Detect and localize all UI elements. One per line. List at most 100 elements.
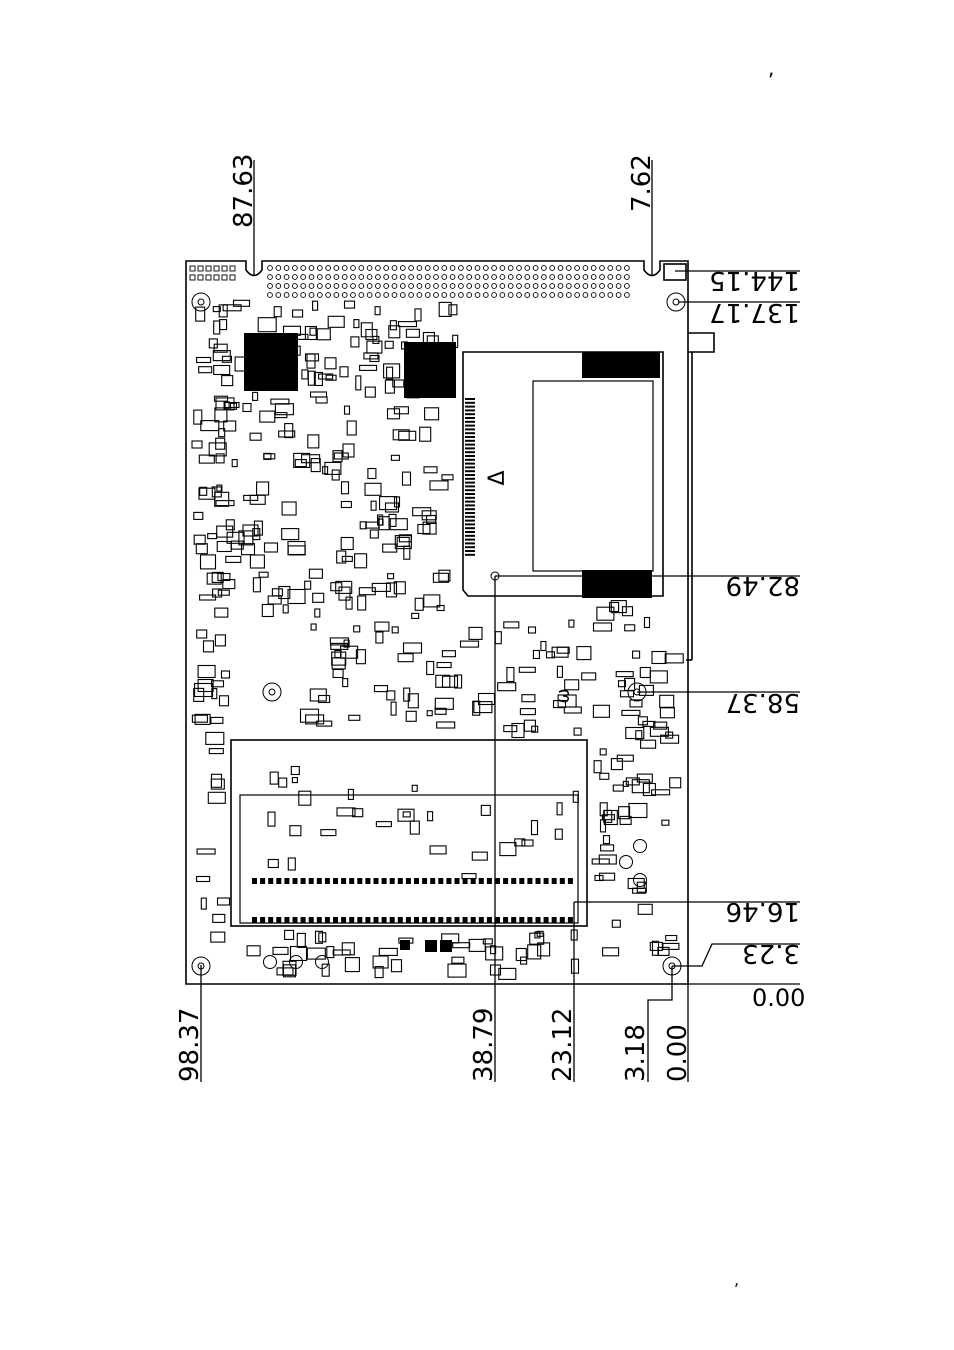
component-pad (632, 650, 641, 659)
mounting-hole (191, 292, 211, 312)
component-pad (436, 661, 452, 669)
component-pad (199, 554, 217, 570)
module-pin (465, 550, 475, 552)
socket-pin (446, 878, 452, 884)
via-hole (619, 855, 633, 869)
component-pad (411, 784, 418, 792)
component-pad (529, 932, 545, 945)
bottom-socket (230, 739, 588, 927)
component-pad (193, 409, 203, 425)
header-pin (325, 274, 331, 280)
dim-bottom-0-00: 0.00 (663, 1024, 693, 1082)
component-pad (521, 694, 536, 703)
component-pad (649, 670, 668, 684)
component-pad (282, 964, 297, 978)
ic-package (400, 940, 410, 950)
header-pin (308, 265, 315, 271)
header-pin (557, 283, 564, 289)
mounting-hole-center (197, 298, 205, 306)
component-pad (199, 486, 208, 496)
header-pin (599, 283, 605, 289)
component-pad (432, 572, 449, 583)
component-pad (426, 660, 435, 676)
header-pin (275, 292, 282, 298)
component-pad (419, 426, 432, 442)
header-pin (491, 265, 497, 271)
component-pad (259, 410, 276, 423)
socket-pin (341, 878, 347, 884)
header-pin (350, 274, 356, 280)
component-pad (473, 701, 493, 714)
component-pad (281, 528, 300, 541)
header-pin (474, 274, 481, 280)
header-pin (516, 274, 522, 280)
header-pin (308, 292, 315, 298)
component-pad (367, 467, 377, 480)
component-pad (304, 325, 317, 341)
component-pad (389, 320, 397, 331)
module-pin (465, 496, 475, 499)
module-pin (465, 436, 475, 438)
socket-pin (316, 917, 322, 923)
solid-components (244, 333, 660, 952)
socket-pin (567, 878, 573, 884)
header-pin (624, 292, 630, 298)
header-pin (275, 274, 282, 280)
component-pad (340, 536, 354, 551)
component-pad (619, 690, 635, 698)
component-pad (396, 536, 410, 547)
component-pad (336, 550, 347, 564)
socket-pin (495, 917, 500, 923)
dim-bottom-3-18: 3.18 (621, 1024, 651, 1082)
component-pad (197, 664, 216, 679)
component-pad (518, 666, 536, 673)
component-pad (369, 354, 380, 363)
header-pin (574, 283, 580, 289)
component-pad (208, 338, 218, 349)
component-pad (365, 521, 380, 529)
component-pad (438, 569, 451, 582)
component-pad (287, 540, 306, 556)
component-pad (556, 665, 563, 678)
component-pad (340, 481, 350, 495)
component-pad (336, 807, 356, 817)
component-pad (261, 603, 274, 618)
component-pad (651, 650, 667, 665)
component-pad (306, 947, 326, 960)
header-pin (350, 292, 356, 298)
header-pin (275, 283, 282, 289)
component-pad (276, 967, 294, 976)
socket-pin (430, 917, 436, 923)
component-pad (441, 675, 459, 688)
component-pad (372, 955, 389, 969)
component-pad (316, 720, 333, 727)
component-pad (355, 649, 366, 665)
component-pad (609, 601, 620, 613)
component-pad (359, 521, 367, 530)
header-pin (474, 265, 481, 271)
component-pad (451, 956, 465, 964)
component-pad (459, 640, 480, 648)
component-pad (389, 518, 408, 531)
dim-right-82-49: 82.49 (726, 570, 800, 600)
component-pad (325, 374, 337, 381)
header-pin (549, 292, 556, 298)
socket-pin (365, 917, 371, 923)
component-pad (642, 720, 656, 727)
header-pin (292, 265, 298, 271)
module-pin (465, 485, 475, 488)
header-pin (358, 274, 365, 280)
header-pin (341, 265, 348, 271)
component-pad (364, 482, 382, 496)
component-pad (221, 355, 233, 363)
component-pad (385, 582, 398, 598)
component-pad (310, 623, 317, 631)
header-pin (491, 292, 497, 298)
socket-pin (454, 878, 460, 884)
component-pad (635, 730, 643, 741)
component-pad (291, 777, 298, 784)
socket-pin (414, 878, 419, 884)
module-pin (465, 466, 475, 469)
header-pin (300, 265, 307, 271)
component-pad (498, 967, 517, 980)
